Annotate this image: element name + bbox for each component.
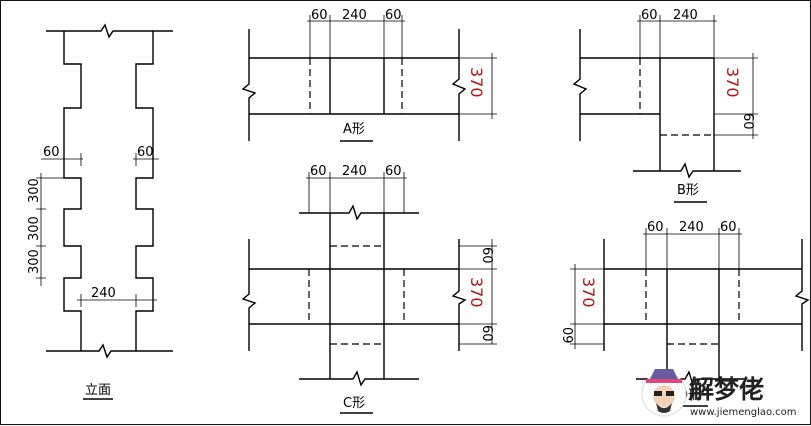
column-lines <box>329 213 385 379</box>
dim-ext <box>639 15 715 58</box>
dim-line <box>459 239 497 345</box>
type-d-d2: 240 <box>679 220 704 235</box>
dashed-lines <box>645 269 740 324</box>
column-lines <box>666 269 720 379</box>
type-c-top: 60 <box>479 247 494 264</box>
wall-lines <box>249 268 459 325</box>
type-a-caption: A形 <box>343 122 365 137</box>
elevation-caption: 立面 <box>85 383 111 398</box>
left-break <box>572 29 588 141</box>
type-c-d3: 60 <box>385 164 402 179</box>
elev-left-dim: 60 <box>43 145 60 160</box>
type-d-d3: 60 <box>720 220 737 235</box>
bottom-break-line <box>46 343 173 359</box>
beard-icon <box>656 403 672 413</box>
dim-ext <box>309 15 403 58</box>
type-c-caption: C形 <box>343 396 365 411</box>
left-toothed-edge <box>63 31 82 351</box>
type-b-view: 60 240 370 60 B形 <box>572 8 758 203</box>
type-b-thickness: 370 <box>723 67 742 98</box>
dashed-lines <box>330 245 384 345</box>
glasses-icon <box>666 391 674 396</box>
dim-ext <box>63 153 82 166</box>
type-a-d3: 60 <box>385 8 402 23</box>
column-lines <box>329 58 385 114</box>
elev-v1-dim: 300 <box>27 178 42 203</box>
elev-bottom-dim: 240 <box>91 286 116 301</box>
right-break <box>794 239 810 351</box>
type-a-d2: 240 <box>342 8 367 23</box>
watermark-name: 解梦佬 <box>689 375 764 404</box>
type-c-bottom: 60 <box>479 325 494 342</box>
elev-right-dim: 60 <box>137 145 154 160</box>
dim-line <box>570 264 604 349</box>
elev-v2-dim: 300 <box>27 216 42 241</box>
glasses-icon <box>654 391 662 396</box>
dim-ext <box>645 228 740 269</box>
type-c-thickness: 370 <box>467 277 486 308</box>
wall-lines <box>604 268 802 325</box>
type-c-view: 60 240 60 60 370 60 C形 <box>241 164 497 414</box>
watermark-url: www.jiemenglao.com <box>690 407 796 418</box>
dashed-lines <box>309 58 403 114</box>
type-d-view: 60 240 60 370 60 D形 <box>562 220 810 407</box>
right-break <box>451 29 467 141</box>
top-break-line <box>46 23 173 39</box>
bottom-break <box>633 162 741 179</box>
dim-ext <box>80 294 137 307</box>
type-a-d1: 60 <box>311 8 328 23</box>
type-b-d1: 60 <box>641 8 658 23</box>
type-c-d1: 60 <box>310 164 327 179</box>
type-b-d2: 240 <box>673 8 698 23</box>
left-break <box>241 29 257 141</box>
dim-ext <box>308 172 405 213</box>
dim-line <box>714 53 758 139</box>
column-lines <box>659 58 715 171</box>
dim-ext <box>36 177 69 279</box>
wall-lines <box>580 57 714 115</box>
dashed-lines <box>308 269 405 324</box>
hat-band-icon <box>646 379 682 383</box>
watermark: 解梦佬 www.jiemenglao.com <box>641 369 796 418</box>
type-a-view: 60 240 60 370 A形 <box>241 8 497 142</box>
elev-v3-dim: 300 <box>27 249 42 274</box>
top-break <box>299 204 419 221</box>
right-break <box>451 239 467 351</box>
type-b-caption: B形 <box>677 183 699 198</box>
face-icon <box>653 385 675 407</box>
type-c-d2: 240 <box>342 164 367 179</box>
elevation-view: 60 60 300 300 300 240 立面 <box>27 23 173 400</box>
bottom-break <box>299 370 419 387</box>
hat-icon <box>649 369 679 381</box>
wall-lines <box>249 57 459 115</box>
type-d-bottom: 60 <box>562 327 577 344</box>
type-d-d1: 60 <box>647 220 664 235</box>
dim-line <box>459 53 497 119</box>
type-b-d4: 60 <box>740 113 755 130</box>
left-break <box>241 239 257 351</box>
right-toothed-edge <box>135 31 154 351</box>
type-d-thickness: 370 <box>579 277 598 308</box>
type-a-thickness: 370 <box>467 67 486 98</box>
dim-ext <box>135 153 154 166</box>
